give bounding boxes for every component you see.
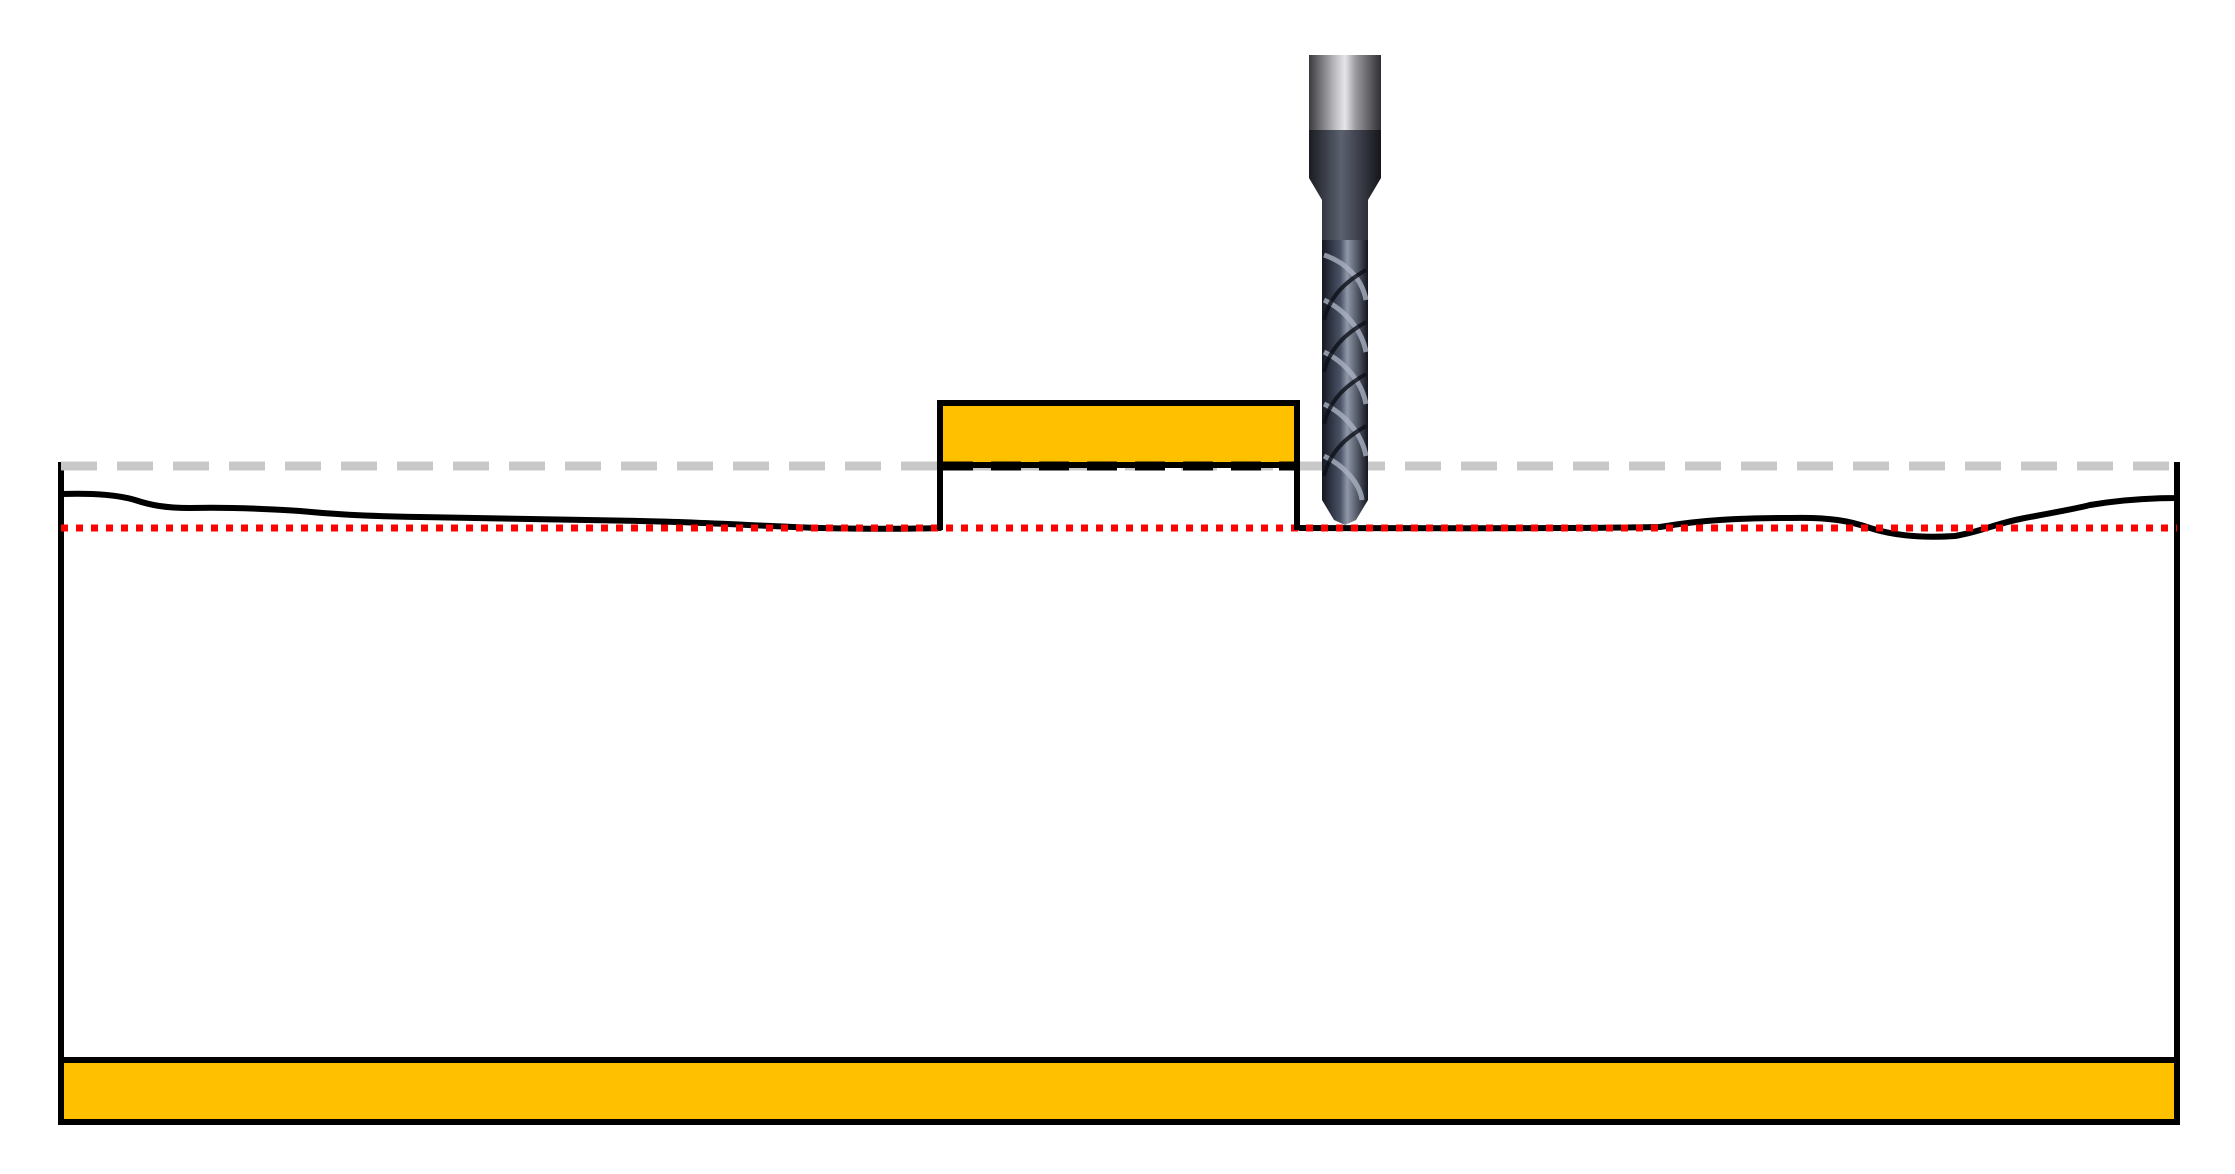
tool-shank	[1309, 55, 1381, 135]
bottom-copper-layer	[58, 1057, 2180, 1125]
tool-collar	[1309, 130, 1381, 178]
tool-flute-shadow	[1322, 268, 1367, 477]
top-copper-pad	[937, 400, 1300, 530]
tool-neck	[1309, 178, 1381, 240]
uneven-surface-right	[1297, 485, 2180, 540]
workpiece-body	[58, 462, 2180, 1122]
uneven-surface-left	[58, 490, 943, 532]
end-mill-drill-bit-icon	[1309, 55, 1381, 525]
top-copper-pad-fill	[937, 400, 1300, 468]
tool-flute-helix	[1322, 252, 1369, 501]
